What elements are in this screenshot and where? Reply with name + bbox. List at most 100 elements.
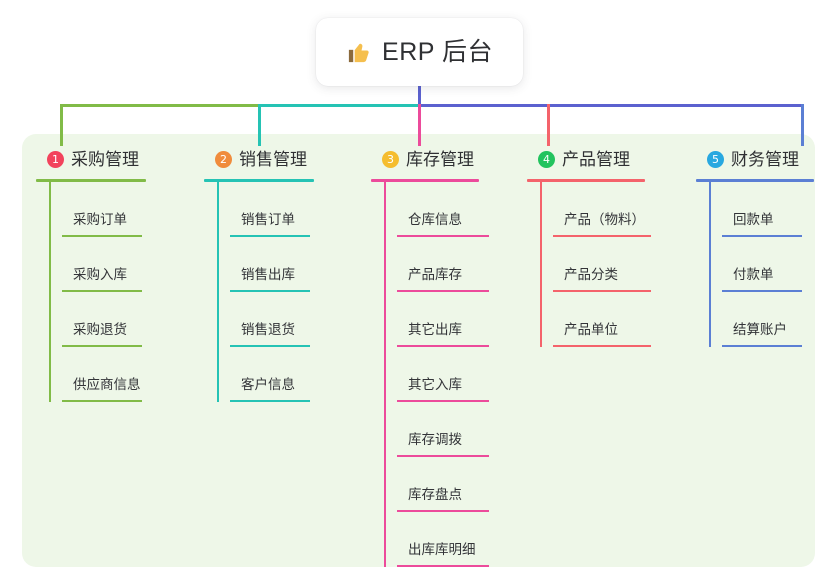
menu-item-rule <box>722 235 802 237</box>
menu-item[interactable]: 结算账户 <box>709 292 839 347</box>
column-header-5[interactable]: 5 财务管理 <box>696 146 839 172</box>
column-rule <box>527 179 645 182</box>
menu-item-rule <box>722 345 802 347</box>
connector-bus-teal <box>258 104 420 107</box>
connector-drop-1 <box>60 104 63 146</box>
column-badge: 5 <box>707 150 724 168</box>
column-spine <box>384 182 386 567</box>
menu-item-rule <box>397 235 489 237</box>
column-title: 销售管理 <box>239 149 307 169</box>
menu-item-label: 销售出库 <box>241 266 295 282</box>
column-title: 采购管理 <box>71 149 139 169</box>
menu-item-label: 库存盘点 <box>408 486 462 502</box>
menu-item[interactable]: 供应商信息 <box>49 347 186 402</box>
column-spine <box>709 182 711 347</box>
menu-item-label: 采购订单 <box>73 211 127 227</box>
menu-item-label: 销售退货 <box>241 321 295 337</box>
column-badge: 4 <box>538 150 555 168</box>
column-badge: 2 <box>215 150 232 168</box>
column-header-4[interactable]: 4 产品管理 <box>527 146 697 172</box>
menu-item[interactable]: 客户信息 <box>217 347 354 402</box>
column-title: 财务管理 <box>731 149 799 169</box>
menu-item-rule <box>230 345 310 347</box>
column-spine <box>217 182 219 402</box>
column-产品管理: 4 产品管理产品（物料） 产品分类产品单位 <box>527 146 697 347</box>
column-items: 采购订单采购入库采购退货供应商信息 <box>36 182 186 402</box>
menu-item-rule <box>230 400 310 402</box>
column-header-1[interactable]: 1 采购管理 <box>36 146 186 172</box>
menu-item[interactable]: 付款单 <box>709 237 839 292</box>
menu-item-rule <box>553 235 651 237</box>
column-items: 销售订单销售出库销售退货客户信息 <box>204 182 354 402</box>
column-items: 回款单付款单结算账户 <box>696 182 839 347</box>
menu-item-rule <box>62 290 142 292</box>
connector-drop-4 <box>547 104 550 146</box>
column-items: 产品（物料） 产品分类产品单位 <box>527 182 697 347</box>
menu-item-label: 付款单 <box>733 266 774 282</box>
column-销售管理: 2 销售管理销售订单销售出库销售退货客户信息 <box>204 146 354 402</box>
menu-item[interactable]: 采购入库 <box>49 237 186 292</box>
menu-item-rule <box>553 345 651 347</box>
column-spine <box>540 182 542 347</box>
column-header-2[interactable]: 2 销售管理 <box>204 146 354 172</box>
root-node-card[interactable]: ERP 后台 <box>316 18 523 86</box>
menu-item[interactable]: 销售退货 <box>217 292 354 347</box>
menu-item-label: 采购入库 <box>73 266 127 282</box>
thumbs-up-icon <box>348 43 369 63</box>
menu-item[interactable]: 回款单 <box>709 182 839 237</box>
menu-item-label: 产品分类 <box>564 266 618 282</box>
menu-item-rule <box>397 400 489 402</box>
menu-item[interactable]: 产品单位 <box>540 292 697 347</box>
column-库存管理: 3 库存管理仓库信息产品库存其它出库其它入库库存调拨库存盘点出库库明细 <box>371 146 531 567</box>
menu-item[interactable]: 其它入库 <box>384 347 531 402</box>
menu-item[interactable]: 出库库明细 <box>384 512 531 567</box>
column-badge: 3 <box>382 150 399 168</box>
menu-item[interactable]: 产品（物料） <box>540 182 697 237</box>
column-items: 仓库信息产品库存其它出库其它入库库存调拨库存盘点出库库明细 <box>371 182 531 567</box>
column-title: 库存管理 <box>406 149 474 169</box>
menu-item-label: 库存调拨 <box>408 431 462 447</box>
menu-item-rule <box>62 400 142 402</box>
menu-item-label: 产品单位 <box>564 321 618 337</box>
column-header-3[interactable]: 3 库存管理 <box>371 146 531 172</box>
menu-item-label: 产品库存 <box>408 266 462 282</box>
menu-item-rule <box>397 455 489 457</box>
menu-item[interactable]: 产品库存 <box>384 237 531 292</box>
menu-item-label: 供应商信息 <box>73 376 141 392</box>
menu-item[interactable]: 库存盘点 <box>384 457 531 512</box>
column-title: 产品管理 <box>562 149 630 169</box>
menu-item[interactable]: 销售出库 <box>217 237 354 292</box>
menu-item[interactable]: 采购订单 <box>49 182 186 237</box>
menu-item-label: 其它入库 <box>408 376 462 392</box>
menu-item-rule <box>553 290 651 292</box>
menu-item[interactable]: 销售订单 <box>217 182 354 237</box>
menu-item[interactable]: 仓库信息 <box>384 182 531 237</box>
menu-item-rule <box>230 290 310 292</box>
menu-item[interactable]: 库存调拨 <box>384 402 531 457</box>
menu-item[interactable]: 产品分类 <box>540 237 697 292</box>
connector-bus-blue <box>418 104 804 107</box>
menu-item-label: 出库库明细 <box>408 541 476 557</box>
connector-drop-2 <box>258 104 261 146</box>
column-财务管理: 5 财务管理回款单付款单结算账户 <box>696 146 839 347</box>
menu-item-label: 结算账户 <box>733 321 787 337</box>
column-rule <box>36 179 146 182</box>
menu-item[interactable]: 其它出库 <box>384 292 531 347</box>
menu-item-label: 客户信息 <box>241 376 295 392</box>
column-rule <box>696 179 814 182</box>
menu-item-label: 其它出库 <box>408 321 462 337</box>
menu-item-rule <box>397 510 489 512</box>
column-rule <box>204 179 314 182</box>
menu-item-label: 仓库信息 <box>408 211 462 227</box>
menu-item-label: 回款单 <box>733 211 774 227</box>
column-采购管理: 1 采购管理采购订单采购入库采购退货供应商信息 <box>36 146 186 402</box>
menu-item-rule <box>397 290 489 292</box>
menu-item-rule <box>230 235 310 237</box>
root-node-label: ERP 后台 <box>382 37 493 66</box>
menu-item[interactable]: 采购退货 <box>49 292 186 347</box>
menu-item-rule <box>722 290 802 292</box>
column-badge: 1 <box>47 150 64 168</box>
menu-item-label: 销售订单 <box>241 211 295 227</box>
menu-item-label: 产品（物料） <box>564 211 645 227</box>
